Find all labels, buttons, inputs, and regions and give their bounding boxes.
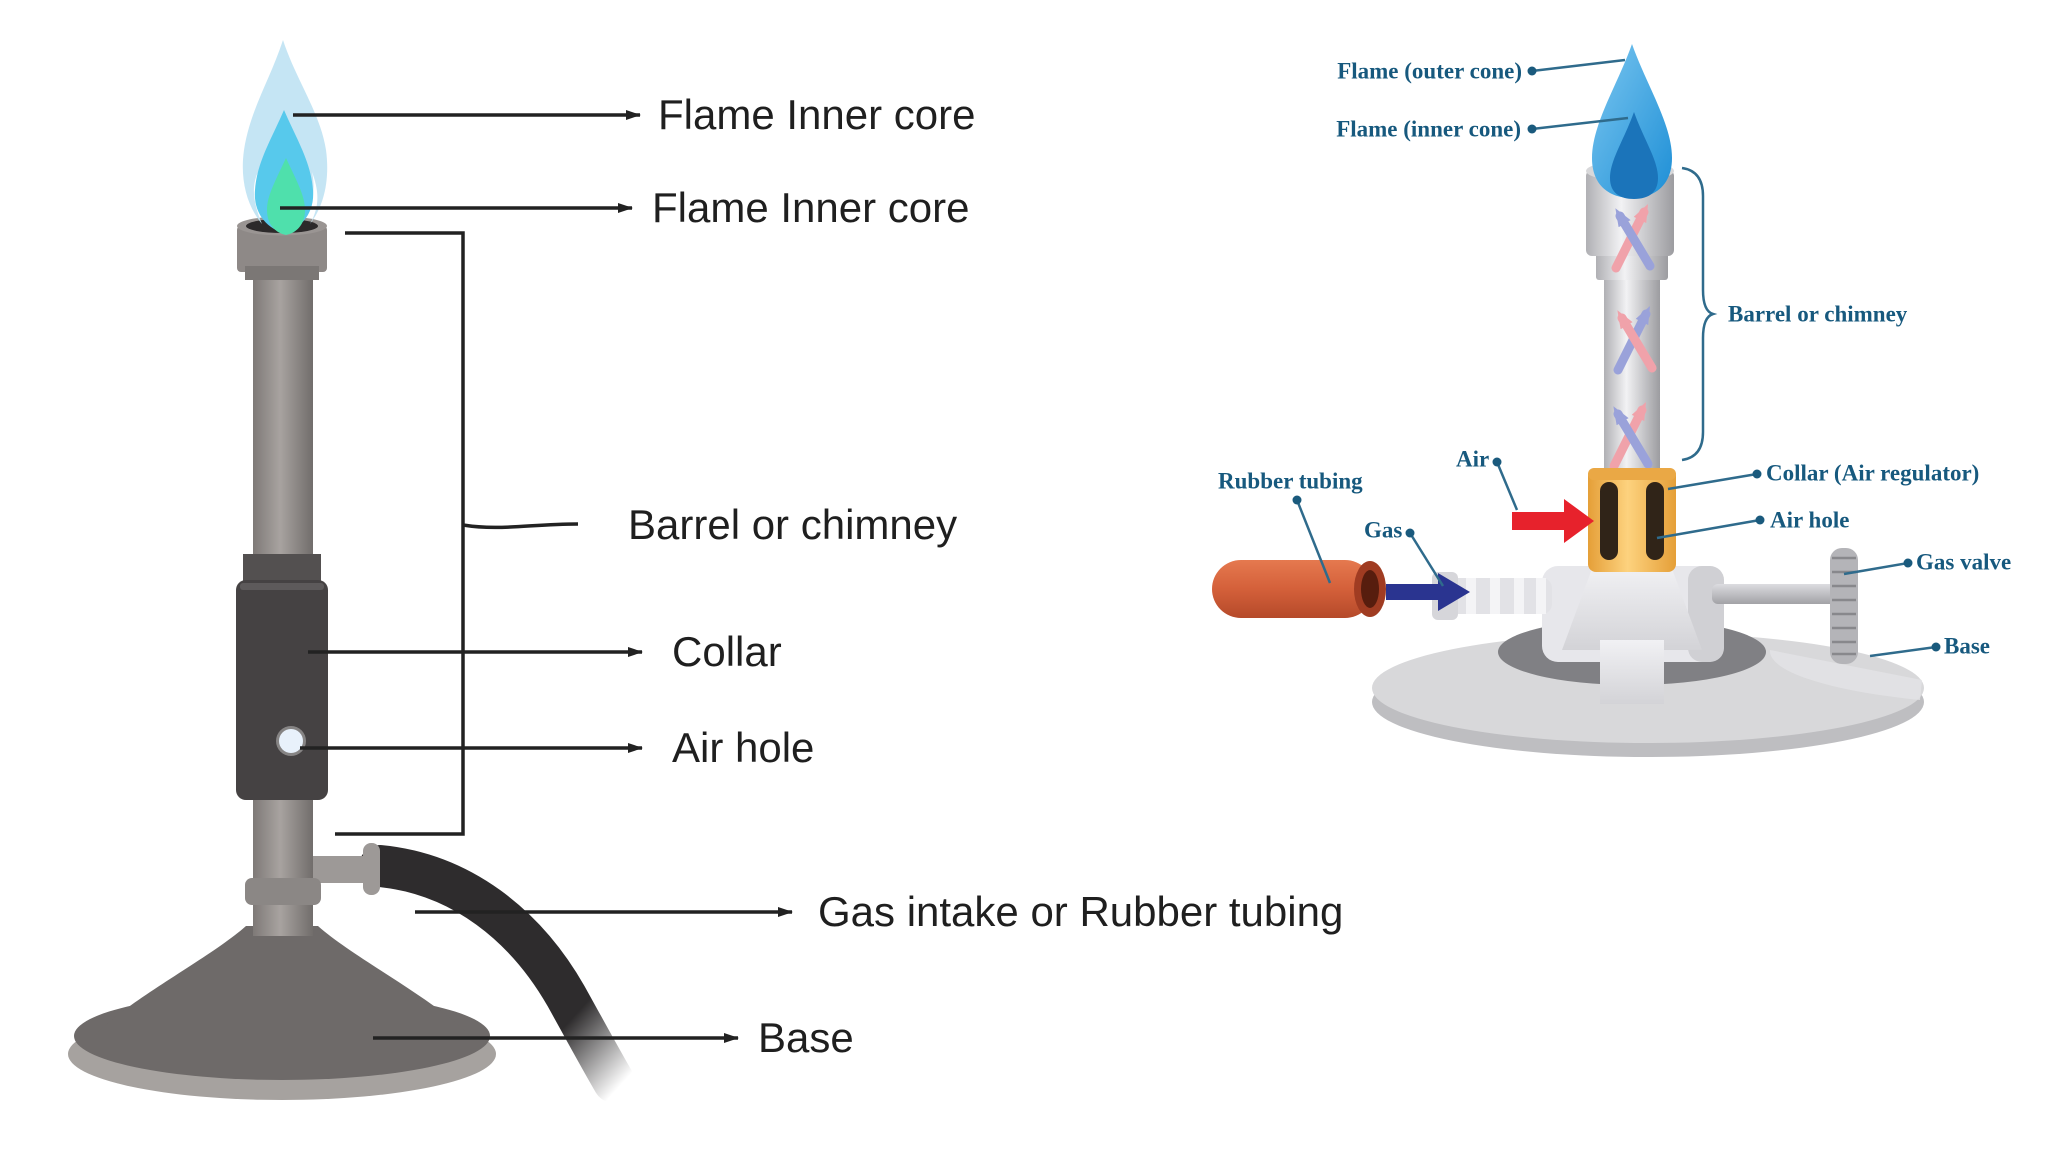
label-gas-valve: Gas valve [1916,549,2012,575]
left-gas-intake [310,843,380,895]
left-rubber-tubing [359,845,635,1103]
barrel-bracket [335,231,465,836]
label-rubber-tubing: Rubber tubing [1218,468,1363,494]
label-collar-right: Collar (Air regulator) [1766,460,1980,486]
gas-flow-arrow [1386,573,1470,611]
label-air-hole-left: Air hole [672,724,815,771]
label-flame-outer-cone: Flame (outer cone) [1337,58,1522,84]
right-rubber-tube [1212,560,1386,618]
label-flame-inner-core: Flame Inner core [652,184,970,231]
barrel-brace [1681,166,1718,462]
label-barrel-left: Barrel or chimney [628,501,958,548]
right-leader-dots [1292,66,1941,652]
right-flame [1592,44,1672,199]
left-collar [236,554,328,800]
label-barrel-right: Barrel or chimney [1728,301,1908,327]
label-air: Air [1456,446,1490,472]
air-flow-arrow [1512,499,1594,543]
right-air-slot [1646,482,1664,560]
left-label-arrows [280,110,793,1043]
label-flame-outer-core: Flame Inner core [658,91,976,138]
right-leader-lines [1295,58,1937,658]
label-gas: Gas [1364,517,1403,543]
label-base-right: Base [1944,633,1990,659]
left-burner-illustration [68,40,793,1103]
label-flame-inner-cone: Flame (inner cone) [1336,116,1521,142]
right-gas-valve [1712,548,1858,664]
left-lower-tube [253,796,313,936]
right-air-slot [1600,482,1618,560]
barrel-bracket-tick [462,522,579,530]
left-base [68,926,496,1100]
right-collar [1588,468,1676,572]
right-burner-body [1542,566,1724,704]
right-mixing-arrows [1609,203,1657,471]
left-barrel-tube [253,278,313,564]
label-collar-left: Collar [672,628,782,675]
right-burner-illustration [1212,44,1941,757]
left-flame [242,40,328,235]
label-gas-intake-left: Gas intake or Rubber tubing [818,888,1344,935]
left-ring [245,878,321,905]
label-air-hole-right: Air hole [1770,507,1850,533]
label-base-left: Base [758,1014,854,1061]
left-barrel-top [237,216,327,280]
